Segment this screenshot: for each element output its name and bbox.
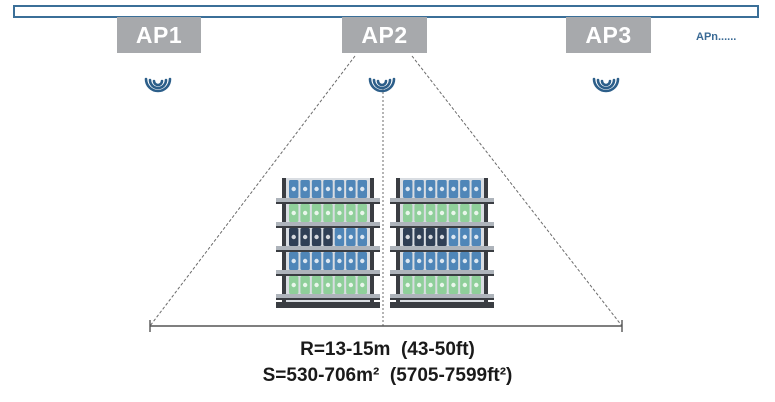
wifi-signal-icon — [368, 77, 396, 93]
store-shelf-icon — [390, 178, 494, 308]
wifi-signal-icon — [144, 77, 172, 93]
ap2-box: AP2 — [342, 17, 427, 53]
area-formula: S=530-706m² (5705-7599ft²) — [262, 365, 513, 386]
cone-left-edge — [149, 55, 356, 327]
coverage-cone — [149, 55, 623, 327]
more-aps-label: APn...... — [696, 31, 737, 43]
ap1-box: AP1 — [117, 17, 201, 53]
store-shelf-icon — [276, 178, 380, 308]
coverage-range-line — [149, 320, 623, 332]
ceiling-rail — [13, 5, 759, 18]
wifi-signal-icon — [592, 77, 620, 93]
cone-right-edge — [411, 55, 623, 327]
ap3-box: AP3 — [566, 17, 651, 53]
radius-formula: R=13-15m (43-50ft) — [300, 339, 475, 360]
